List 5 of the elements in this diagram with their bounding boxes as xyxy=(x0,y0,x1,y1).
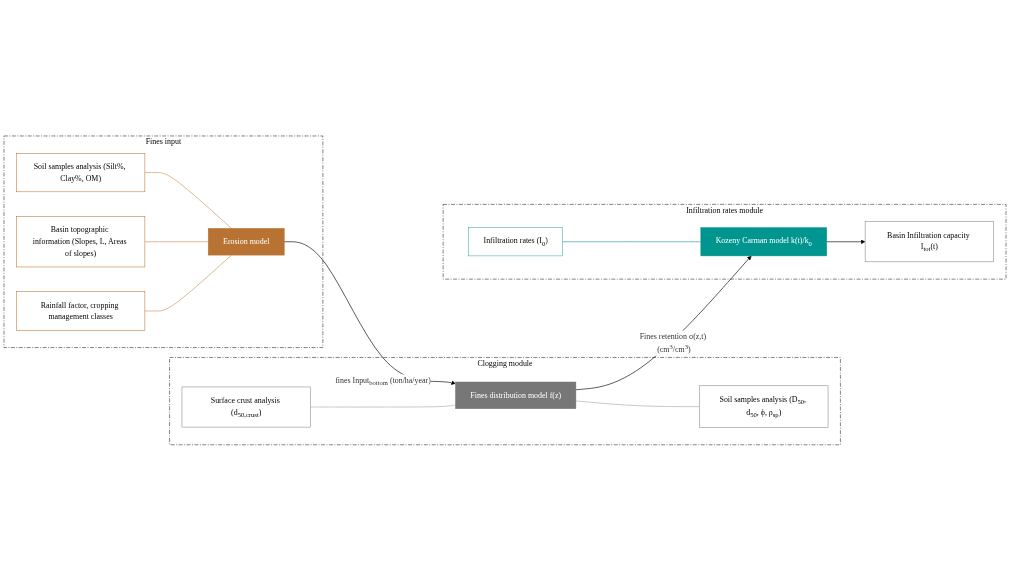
connector xyxy=(562,241,702,243)
connector xyxy=(144,254,232,312)
connector xyxy=(575,400,700,408)
connector xyxy=(144,241,209,243)
connector xyxy=(144,172,232,229)
